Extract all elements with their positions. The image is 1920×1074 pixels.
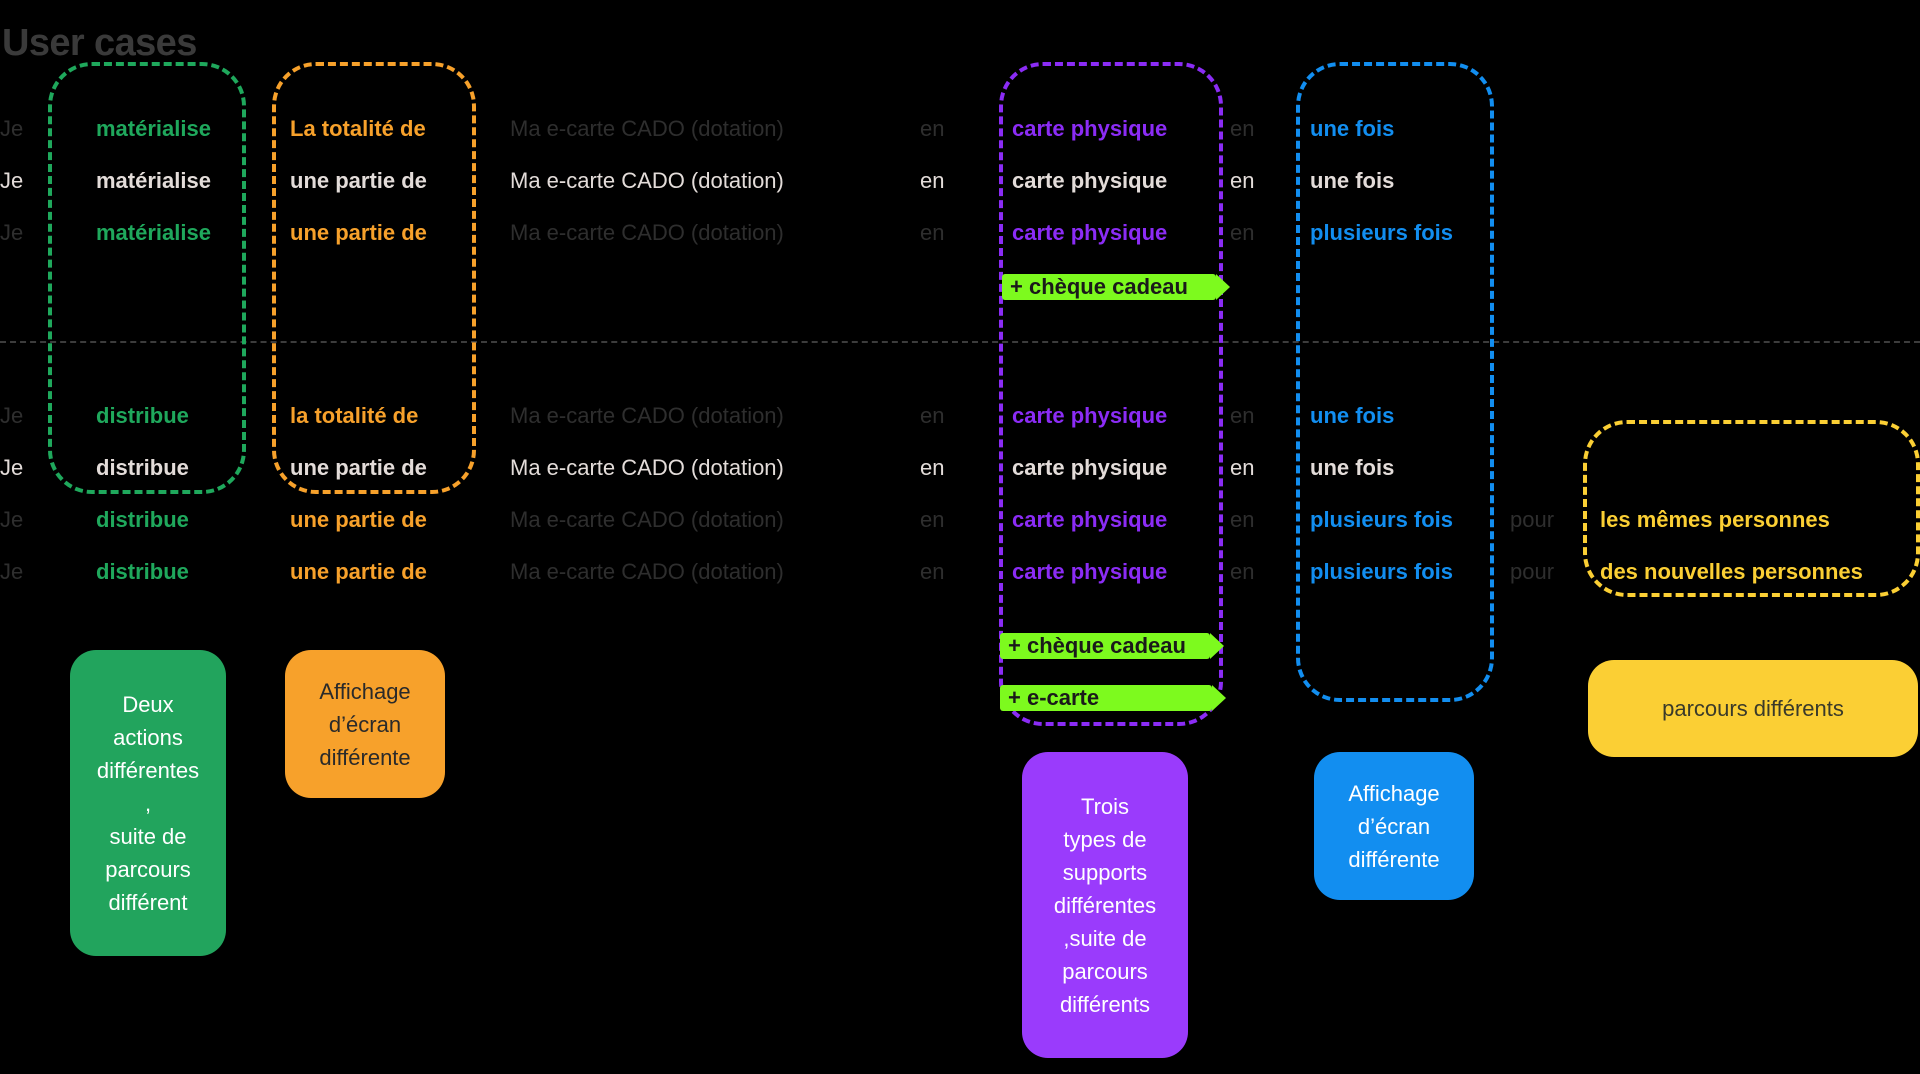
marker-e-carte: + e-carte <box>1000 685 1226 711</box>
row-quantity: La totalité de <box>290 116 426 141</box>
section-divider <box>0 341 1920 343</box>
row-quantity: une partie de <box>290 455 427 480</box>
marker-cheque-cadeau-bottom: + chèque cadeau <box>1000 633 1226 659</box>
row-object: Ma e-carte CADO (dotation) <box>510 455 784 480</box>
row-action: matérialise <box>96 116 211 141</box>
row-prep-3: pour <box>1510 507 1555 532</box>
row-frequency: plusieurs fois <box>1310 559 1454 584</box>
row-object: Ma e-carte CADO (dotation) <box>510 116 784 141</box>
marker-bar <box>1000 633 1210 659</box>
row-quantity: une partie de <box>290 507 427 532</box>
row-frequency: plusieurs fois <box>1310 220 1454 245</box>
marker-tip <box>1210 633 1224 659</box>
row-prep-2: en <box>1230 559 1255 584</box>
row-action: distribue <box>96 507 189 532</box>
row-support: carte physique <box>1012 507 1168 532</box>
marker-bar <box>1000 685 1212 711</box>
row-frequency: plusieurs fois <box>1310 507 1454 532</box>
row-quantity: une partie de <box>290 220 427 245</box>
row-subject: Je <box>0 168 24 193</box>
row-quantity: la totalité de <box>290 403 419 428</box>
row-object: Ma e-carte CADO (dotation) <box>510 220 784 245</box>
row-prep-1: en <box>920 116 945 141</box>
row-action: distribue <box>96 403 189 428</box>
capsule-audience-column <box>1583 420 1920 597</box>
callout-quantity[interactable]: Affichage d’écran différente <box>285 650 445 798</box>
marker-tip <box>1216 274 1230 300</box>
row-object: Ma e-carte CADO (dotation) <box>510 559 784 584</box>
capsule-frequency-column <box>1296 62 1494 702</box>
row-audience: des nouvelles personnes <box>1600 559 1863 584</box>
row-audience: les mêmes personnes <box>1600 507 1830 532</box>
row-subject: Je <box>0 403 24 428</box>
marker-label: + chèque cadeau <box>1010 274 1188 299</box>
callout-action-label: Deux actions différentes , suite de parc… <box>96 691 200 915</box>
row-frequency: une fois <box>1310 116 1395 141</box>
row-prep-2: en <box>1230 507 1255 532</box>
row-subject: Je <box>0 559 24 584</box>
row-prep-1: en <box>920 403 945 428</box>
marker-label: + e-carte <box>1008 685 1100 710</box>
callout-action[interactable]: Deux actions différentes , suite de parc… <box>70 650 226 956</box>
row-prep-2: en <box>1230 116 1255 141</box>
row-action: matérialise <box>96 168 211 193</box>
row-subject: Je <box>0 455 24 480</box>
row-subject: Je <box>0 116 24 141</box>
callout-quantity-label: Affichage d’écran différente <box>319 678 411 770</box>
row-prep-1: en <box>920 559 945 584</box>
row-prep-1: en <box>920 220 945 245</box>
row-support: carte physique <box>1012 403 1168 428</box>
callout-audience[interactable]: parcours différents <box>1588 660 1918 757</box>
callout-audience-label: parcours différents <box>1662 696 1844 721</box>
row-object: Ma e-carte CADO (dotation) <box>510 168 784 193</box>
row-prep-2: en <box>1230 455 1255 480</box>
row-frequency: une fois <box>1310 168 1395 193</box>
marker-cheque-cadeau-top: + chèque cadeau <box>1002 274 1230 300</box>
row-support: carte physique <box>1012 220 1168 245</box>
row-action: distribue <box>96 455 189 480</box>
callout-frequency-label: Affichage d’écran différente <box>1348 780 1440 872</box>
row-object: Ma e-carte CADO (dotation) <box>510 403 784 428</box>
row-support: carte physique <box>1012 455 1168 480</box>
row-quantity: une partie de <box>290 559 427 584</box>
row-support: carte physique <box>1012 116 1168 141</box>
marker-bar <box>1002 274 1216 300</box>
row-subject: Je <box>0 220 24 245</box>
row-object: Ma e-carte CADO (dotation) <box>510 507 784 532</box>
callout-frequency[interactable]: Affichage d’écran différente <box>1314 752 1474 900</box>
row-prep-1: en <box>920 455 945 480</box>
row-action: matérialise <box>96 220 211 245</box>
callout-support-label: Trois types de supports différentes ,sui… <box>1053 793 1157 1017</box>
row-prep-2: en <box>1230 220 1255 245</box>
row-prep-2: en <box>1230 168 1255 193</box>
row-prep-3: pour <box>1510 559 1555 584</box>
capsule-quantity-column <box>272 62 476 494</box>
capsule-support-column <box>999 62 1223 726</box>
row-subject: Je <box>0 507 24 532</box>
row-support: carte physique <box>1012 168 1168 193</box>
row-prep-2: en <box>1230 403 1255 428</box>
marker-tip <box>1212 685 1226 711</box>
row-quantity: une partie de <box>290 168 427 193</box>
page-title: User cases <box>2 22 197 64</box>
callout-support[interactable]: Trois types de supports différentes ,sui… <box>1022 752 1188 1058</box>
row-frequency: une fois <box>1310 455 1395 480</box>
row-prep-1: en <box>920 507 945 532</box>
row-support: carte physique <box>1012 559 1168 584</box>
row-prep-1: en <box>920 168 945 193</box>
row-frequency: une fois <box>1310 403 1395 428</box>
marker-label: + chèque cadeau <box>1008 633 1186 658</box>
capsule-action-column <box>48 62 246 494</box>
row-action: distribue <box>96 559 189 584</box>
